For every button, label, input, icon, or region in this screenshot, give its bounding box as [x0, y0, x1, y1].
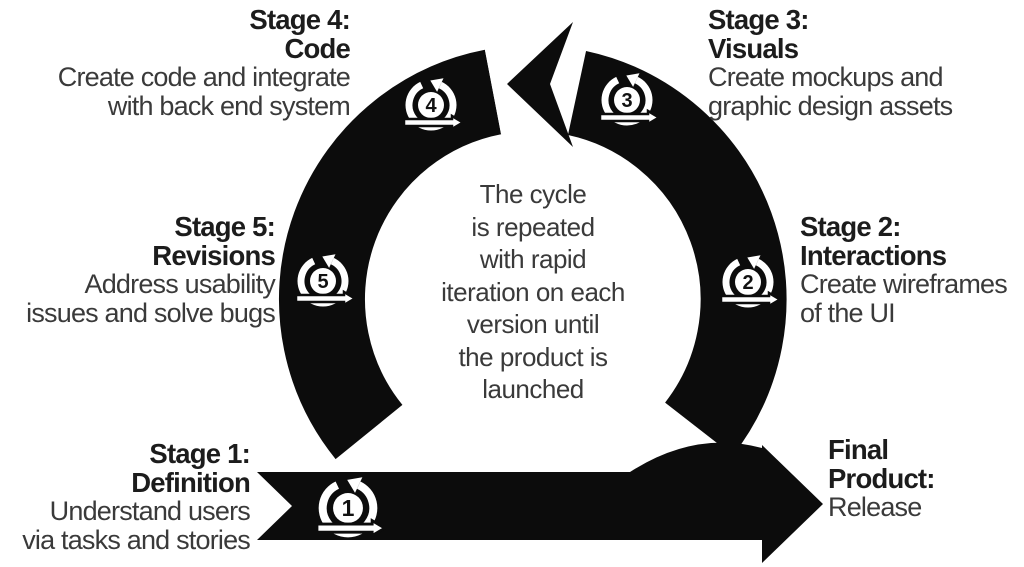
ring-band-junction — [630, 442, 762, 472]
center-note-line: iteration on each — [441, 276, 625, 307]
stage-1-name: Definition — [131, 466, 251, 498]
stage-2-number: 2 — [742, 272, 753, 294]
stage-5-name: Revisions — [152, 239, 276, 271]
center-note-line: is repeated — [471, 211, 595, 242]
stage-1-desc-line: via tasks and stories — [22, 524, 251, 555]
stage-2-desc-line: of the UI — [800, 297, 896, 328]
stage-4-badge: 4 — [404, 78, 463, 129]
stage-5-desc-line: issues and solve bugs — [26, 297, 276, 328]
stage-4-label: Stage 4: Code Create code and integrate … — [57, 4, 351, 121]
stage-1-badge: 1 — [317, 477, 385, 535]
final-product-label: Final Product: Release — [828, 434, 935, 522]
final-product-title: Final — [828, 434, 889, 465]
stage-5-badge: 5 — [296, 254, 355, 305]
stage-4-name: Code — [284, 32, 350, 64]
release-arrow-icon — [257, 445, 823, 563]
stage-3-badge: 3 — [600, 73, 659, 124]
stage-4-desc-line: with back end system — [107, 90, 351, 121]
cycle-arrowhead-icon — [507, 22, 573, 147]
stage-2-badge: 2 — [721, 255, 780, 306]
stage-3-title: Stage 3: — [708, 4, 809, 35]
stage-4-title: Stage 4: — [249, 4, 350, 35]
center-note-line: version until — [466, 309, 600, 339]
center-note-line: with rapid — [479, 244, 587, 274]
stage-5-title: Stage 5: — [174, 211, 275, 242]
stage-5-label: Stage 5: Revisions Address usability iss… — [26, 211, 276, 328]
stage-3-name: Visuals — [708, 32, 799, 64]
stage-5-desc-line: Address usability — [84, 269, 276, 299]
stage-2-name: Interactions — [800, 239, 947, 271]
stage-3-desc-line: graphic design assets — [708, 90, 953, 121]
stage-3-number: 3 — [621, 90, 632, 112]
stage-1-desc-line: Understand users — [49, 496, 251, 526]
stage-2-label: Stage 2: Interactions Create wireframes … — [800, 211, 1008, 328]
stage-4-desc-line: Create code and integrate — [57, 62, 351, 92]
center-note-line: the product is — [458, 341, 608, 372]
stage-5-number: 5 — [317, 271, 328, 293]
final-product-title2: Product: — [828, 462, 935, 494]
stage-3-label: Stage 3: Visuals Create mockups and grap… — [708, 4, 953, 121]
center-cycle-note: The cycle is repeated with rapid iterati… — [441, 178, 625, 406]
final-product-desc: Release — [828, 492, 922, 522]
stage-4-number: 4 — [425, 95, 437, 117]
stage-2-desc-line: Create wireframes — [800, 269, 1008, 299]
center-note-line: launched — [482, 374, 584, 404]
center-note-line: The cycle — [479, 179, 587, 209]
ring-tail-notch — [485, 50, 520, 134]
stage-1-title: Stage 1: — [149, 438, 250, 469]
stage-3-desc-line: Create mockups and — [708, 62, 944, 92]
stage-1-number: 1 — [342, 495, 355, 521]
stage-1-label: Stage 1: Definition Understand users via… — [22, 438, 251, 555]
stage-2-title: Stage 2: — [800, 211, 901, 242]
